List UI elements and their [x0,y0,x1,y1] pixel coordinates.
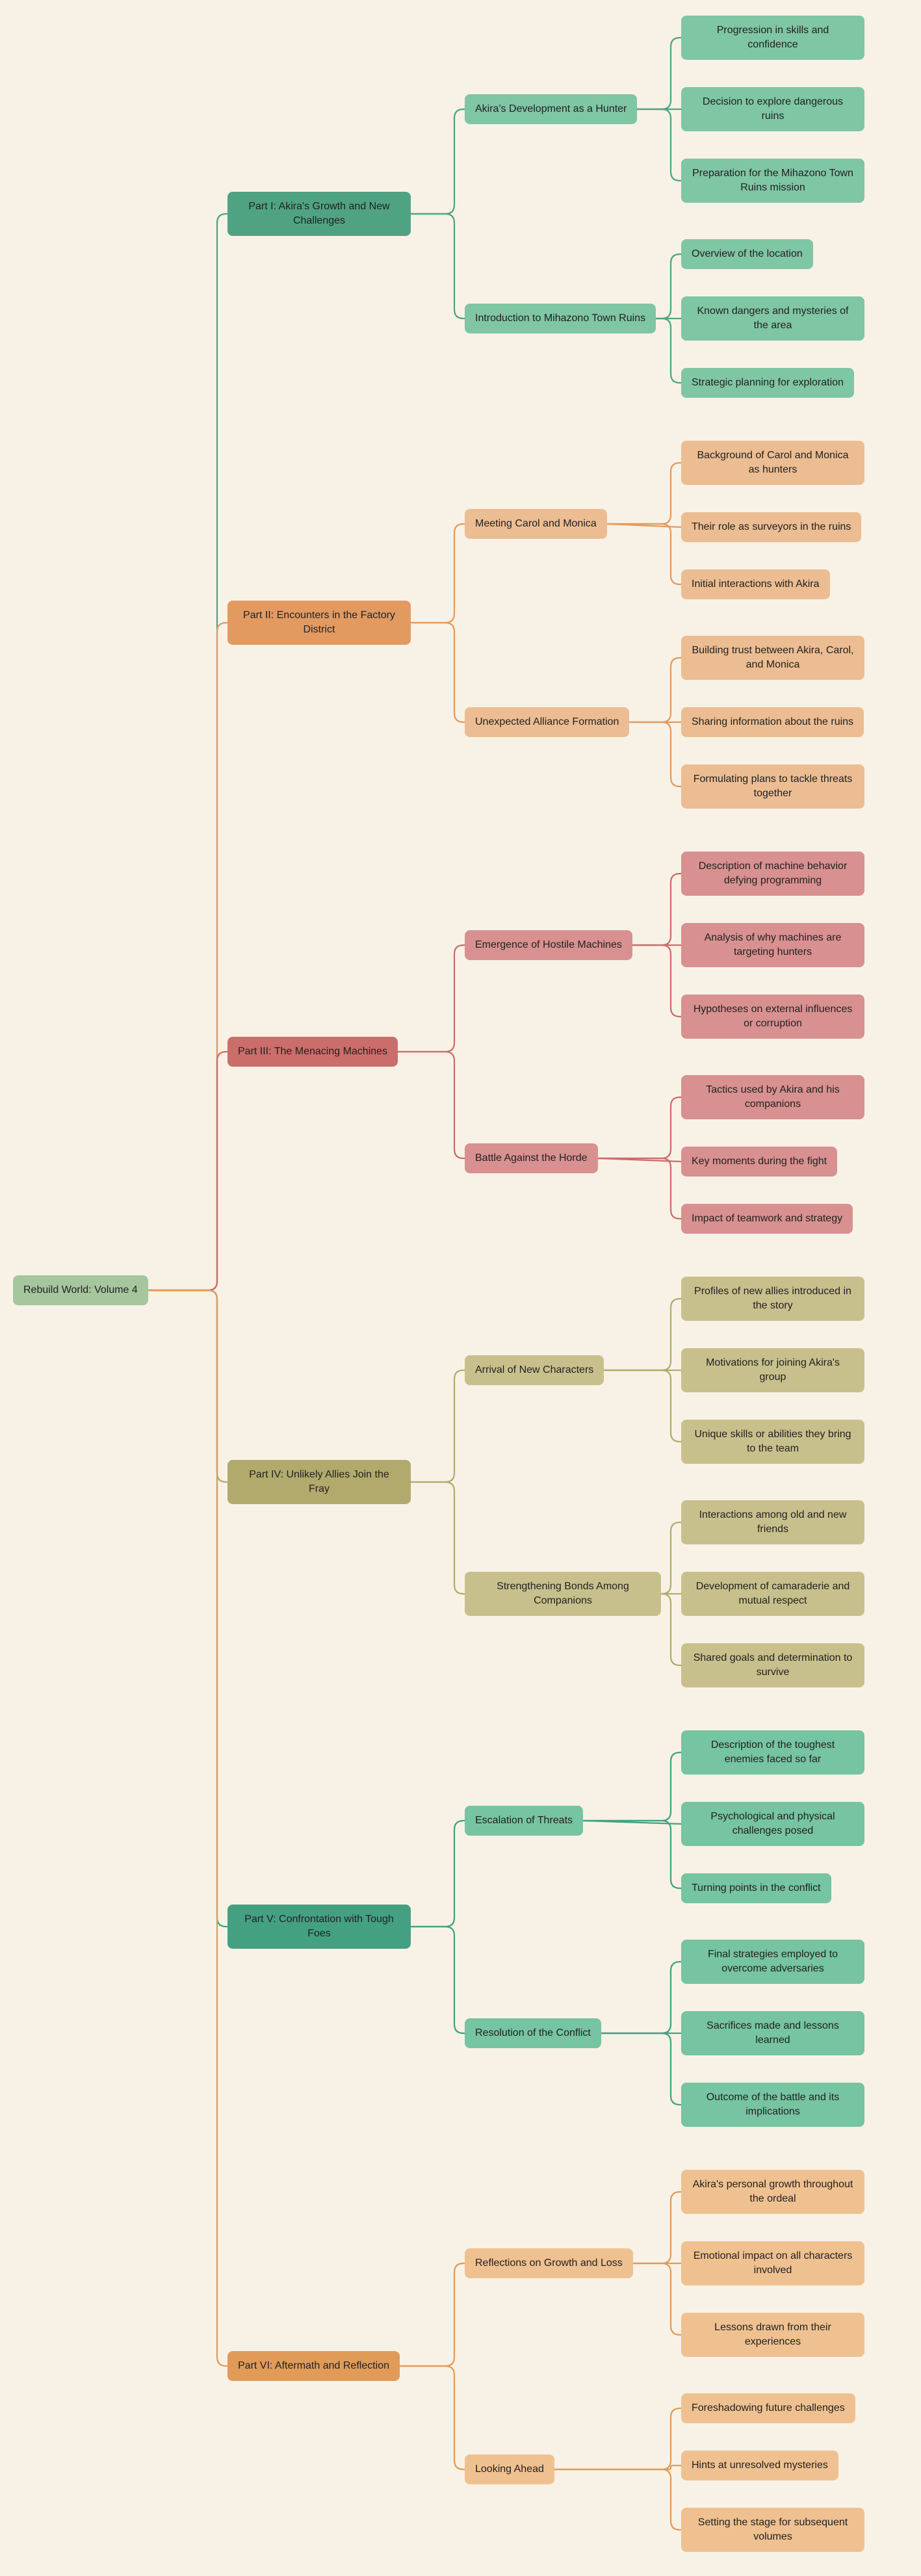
root-node[interactable]: Rebuild World: Volume 4 [13,1275,148,1305]
link-branch-2-2-leaf-1 [628,657,682,723]
leaf-node-1-2-2[interactable]: Known dangers and mysteries of the area [681,296,864,341]
link-part-3-branch-2 [396,1050,466,1160]
leaf-node-4-2-3[interactable]: Shared goals and determination to surviv… [681,1643,864,1687]
branch-node-1-2[interactable]: Introduction to Mihazono Town Ruins [465,304,656,333]
leaf-node-5-1-3[interactable]: Turning points in the conflict [681,1873,831,1903]
link-branch-6-1-leaf-3 [632,2262,682,2336]
link-part-4-branch-2 [409,1481,466,1595]
branch-node-2-1[interactable]: Meeting Carol and Monica [465,509,607,539]
leaf-node-3-2-2[interactable]: Key moments during the fight [681,1147,838,1177]
link-branch-1-1-leaf-3 [636,108,682,182]
branch-node-5-1[interactable]: Escalation of Threats [465,1806,584,1836]
link-part-4-branch-1 [409,1369,466,1483]
leaf-node-6-2-2[interactable]: Hints at unresolved mysteries [681,2451,838,2480]
leaf-node-3-2-1[interactable]: Tactics used by Akira and his companions [681,1075,864,1119]
link-part-5-branch-1 [409,1819,466,1928]
link-part-6-branch-2 [398,2365,466,2471]
leaf-node-2-1-1[interactable]: Background of Carol and Monica as hunter… [681,441,864,485]
link-part-6-branch-1 [398,2262,466,2367]
link-branch-6-2-leaf-2 [553,2464,682,2471]
link-part-5-branch-2 [409,1925,466,2035]
link-branch-4-1-leaf-3 [603,1369,682,1443]
leaf-node-3-1-1[interactable]: Description of machine behavior defying … [681,852,864,896]
leaf-node-6-1-2[interactable]: Emotional impact on all characters invol… [681,2241,864,2285]
leaf-node-1-1-3[interactable]: Preparation for the Mihazono Town Ruins … [681,159,864,203]
branch-node-4-1[interactable]: Arrival of New Characters [465,1355,604,1385]
leaf-node-4-2-1[interactable]: Interactions among old and new friends [681,1500,864,1544]
leaf-node-2-2-3[interactable]: Formulating plans to tackle threats toge… [681,764,864,809]
leaf-node-6-2-3[interactable]: Setting the stage for subsequent volumes [681,2508,864,2552]
link-part-2-branch-2 [409,621,466,723]
link-root-part-1 [147,213,229,1292]
leaf-node-1-1-1[interactable]: Progression in skills and confidence [681,16,864,60]
leaf-node-4-1-3[interactable]: Unique skills or abilities they bring to… [681,1420,864,1464]
branch-node-5-2[interactable]: Resolution of the Conflict [465,2018,601,2048]
leaf-node-4-1-2[interactable]: Motivations for joining Akira's group [681,1348,864,1392]
branch-node-6-2[interactable]: Looking Ahead [465,2454,554,2484]
link-part-1-branch-2 [409,213,466,320]
leaf-node-2-2-1[interactable]: Building trust between Akira, Carol, and… [681,636,864,680]
link-root-part-3 [147,1050,229,1292]
link-branch-4-2-leaf-3 [660,1593,682,1667]
leaf-node-5-2-1[interactable]: Final strategies employed to overcome ad… [681,1940,864,1984]
link-branch-6-1-leaf-1 [632,2191,682,2265]
link-branch-5-2-leaf-3 [600,2032,682,2106]
link-branch-5-1-leaf-3 [582,1819,682,1890]
part-node-5[interactable]: Part V: Confrontation with Tough Foes [227,1905,411,1949]
link-branch-1-1-leaf-1 [636,36,682,111]
link-root-part-5 [147,1289,229,1928]
link-branch-5-1-leaf-1 [582,1751,682,1822]
link-branch-4-2-leaf-1 [660,1521,682,1595]
link-branch-1-2-leaf-3 [655,317,682,384]
leaf-node-3-1-3[interactable]: Hypotheses on external influences or cor… [681,995,864,1039]
link-branch-3-2-leaf-3 [597,1157,682,1220]
leaf-node-3-1-2[interactable]: Analysis of why machines are targeting h… [681,923,864,967]
link-branch-3-2-leaf-1 [597,1096,682,1160]
leaf-node-3-2-3[interactable]: Impact of teamwork and strategy [681,1204,853,1234]
branch-node-4-2[interactable]: Strengthening Bonds Among Companions [465,1572,661,1616]
leaf-node-4-1-1[interactable]: Profiles of new allies introduced in the… [681,1277,864,1321]
branch-node-1-1[interactable]: Akira's Development as a Hunter [465,94,638,124]
branch-node-3-1[interactable]: Emergence of Hostile Machines [465,930,632,960]
link-root-part-6 [147,1289,229,2367]
link-root-part-4 [147,1289,229,1483]
part-node-4[interactable]: Part IV: Unlikely Allies Join the Fray [227,1460,411,1504]
link-branch-6-2-leaf-1 [553,2407,682,2471]
part-node-1[interactable]: Part I: Akira's Growth and New Challenge… [227,192,411,236]
leaf-node-6-1-1[interactable]: Akira's personal growth throughout the o… [681,2170,864,2214]
part-node-3[interactable]: Part III: The Menacing Machines [227,1037,398,1067]
leaf-node-5-2-2[interactable]: Sacrifices made and lessons learned [681,2011,864,2055]
branch-node-6-1[interactable]: Reflections on Growth and Loss [465,2248,633,2278]
leaf-node-4-2-2[interactable]: Development of camaraderie and mutual re… [681,1572,864,1616]
link-branch-4-1-leaf-1 [603,1297,682,1372]
link-branch-2-1-leaf-3 [606,523,682,586]
part-node-6[interactable]: Part VI: Aftermath and Reflection [227,2351,400,2381]
leaf-node-1-2-1[interactable]: Overview of the location [681,239,813,269]
link-branch-5-2-leaf-1 [600,1960,682,2035]
link-branch-6-2-leaf-3 [553,2468,682,2531]
leaf-node-5-2-3[interactable]: Outcome of the battle and its implicatio… [681,2083,864,2127]
leaf-node-2-1-3[interactable]: Initial interactions with Akira [681,569,830,599]
leaf-node-2-2-2[interactable]: Sharing information about the ruins [681,707,864,737]
part-node-2[interactable]: Part II: Encounters in the Factory Distr… [227,601,411,645]
leaf-node-2-1-2[interactable]: Their role as surveyors in the ruins [681,512,862,542]
leaf-node-6-2-1[interactable]: Foreshadowing future challenges [681,2393,855,2423]
branch-node-2-2[interactable]: Unexpected Alliance Formation [465,707,630,737]
link-branch-3-1-leaf-3 [631,944,682,1018]
link-part-1-branch-1 [409,108,466,215]
link-branch-1-2-leaf-1 [655,253,682,320]
link-branch-2-1-leaf-1 [606,462,682,525]
leaf-node-5-1-1[interactable]: Description of the toughest enemies face… [681,1730,864,1775]
leaf-node-1-2-3[interactable]: Strategic planning for exploration [681,368,854,398]
leaf-node-6-1-3[interactable]: Lessons drawn from their experiences [681,2313,864,2357]
link-part-2-branch-1 [409,523,466,624]
link-branch-2-2-leaf-3 [628,721,682,788]
link-branch-3-1-leaf-1 [631,872,682,946]
link-root-part-2 [147,621,229,1292]
link-part-3-branch-1 [396,944,466,1053]
branch-node-3-2[interactable]: Battle Against the Horde [465,1143,598,1173]
leaf-node-5-1-2[interactable]: Psychological and physical challenges po… [681,1802,864,1846]
leaf-node-1-1-2[interactable]: Decision to explore dangerous ruins [681,87,864,131]
